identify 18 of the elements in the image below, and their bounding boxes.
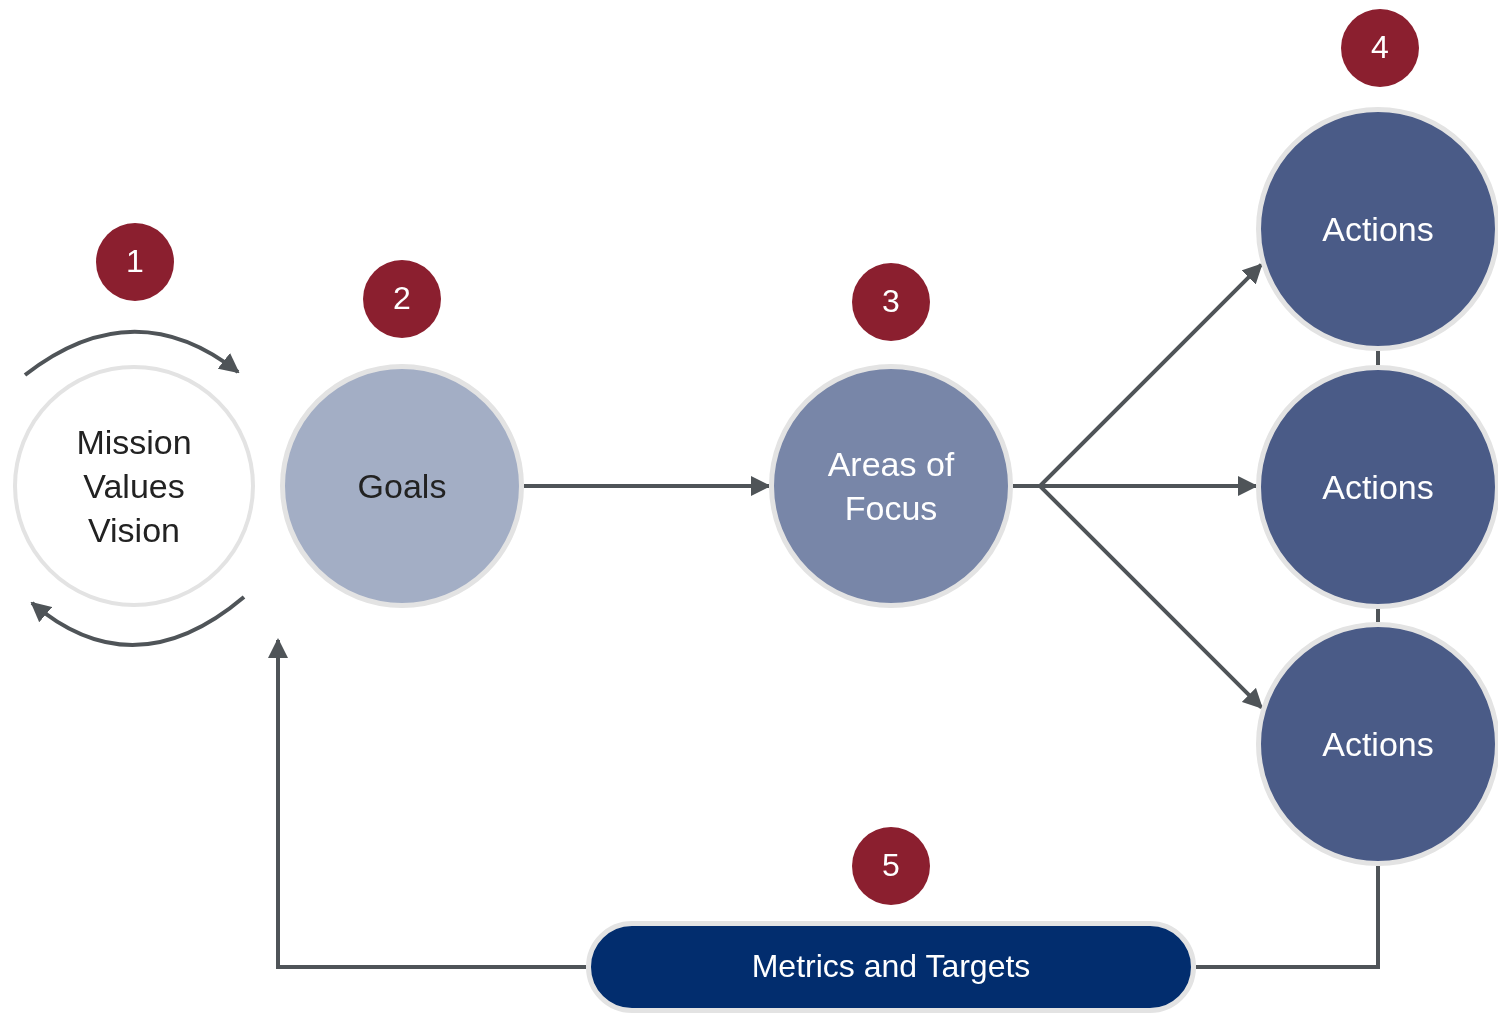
arrow <box>524 476 771 496</box>
step-number: 5 <box>882 846 900 886</box>
node-label: Actions <box>1322 723 1434 765</box>
node-label: Mission Values Vision <box>75 421 193 552</box>
connector-line <box>1196 866 1380 969</box>
step-number: 4 <box>1371 28 1389 68</box>
node-label: Goals <box>357 465 447 507</box>
step-number: 2 <box>393 279 411 319</box>
node-label: Metrics and Targets <box>751 947 1031 987</box>
arrow <box>1013 484 1263 709</box>
connector-line <box>1376 609 1380 622</box>
node-label: Actions <box>1322 466 1434 508</box>
step-number: 3 <box>882 282 900 322</box>
step-number: 1 <box>126 242 144 282</box>
arrow <box>268 638 586 969</box>
connector-line <box>1376 351 1380 365</box>
node-label: Areas of Focus <box>826 443 956 529</box>
node-label: Actions <box>1322 208 1434 250</box>
